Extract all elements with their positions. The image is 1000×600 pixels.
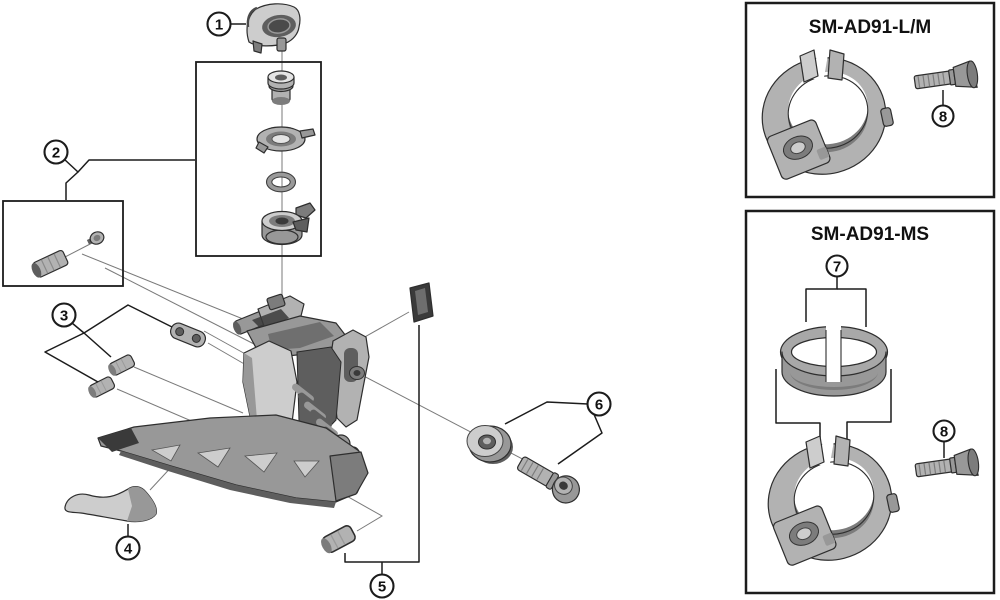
panel-ms-border bbox=[744, 209, 996, 595]
part-o-ring bbox=[265, 171, 297, 193]
callout-4-label: 4 bbox=[124, 541, 133, 558]
callout-brackets bbox=[44, 23, 603, 574]
link-parts bbox=[85, 322, 207, 400]
callout-8-lm-label: 8 bbox=[939, 109, 947, 126]
callout-6: 6 bbox=[586, 391, 612, 417]
part-backup-plate bbox=[409, 282, 434, 323]
leader-box2-b bbox=[104, 267, 255, 345]
cable-parts-box bbox=[2, 200, 124, 287]
callout-8-lm: 8 bbox=[931, 104, 955, 128]
callout-2: 2 bbox=[43, 139, 69, 165]
part-support-bolt bbox=[516, 456, 580, 504]
leader-plate-a bbox=[203, 330, 250, 357]
callout-7-label: 7 bbox=[833, 259, 841, 276]
part-pin-lower bbox=[85, 375, 117, 400]
part-skid-plate bbox=[64, 486, 158, 523]
callout-5-label: 5 bbox=[378, 579, 386, 596]
callout-8-ms: 8 bbox=[932, 419, 956, 443]
panel-lm-border bbox=[744, 1, 996, 199]
panel-sm-ad91-lm: SM-AD91-L/M 8 bbox=[744, 1, 996, 199]
cover-stem bbox=[276, 37, 287, 52]
part-link-plate bbox=[169, 322, 207, 348]
part-pin-5 bbox=[317, 523, 358, 556]
panel-sm-ad91-ms: SM-AD91-MS 7 8 bbox=[744, 209, 996, 595]
lm-clamp-band bbox=[749, 42, 899, 188]
tension-assembly-box bbox=[195, 61, 322, 257]
panel-ms-title: SM-AD91-MS bbox=[811, 224, 929, 245]
part-bolt bbox=[267, 70, 295, 105]
callout-7: 7 bbox=[825, 254, 849, 278]
chain-guide-cage bbox=[97, 414, 369, 508]
callout-1: 1 bbox=[206, 11, 232, 37]
assembly-box-outline bbox=[195, 61, 322, 257]
part-support-bolt-unit bbox=[466, 425, 580, 504]
ms-clamp-band bbox=[755, 428, 905, 574]
cover-hook bbox=[252, 40, 263, 54]
part-cable-cover bbox=[246, 3, 301, 54]
leader-box2-a bbox=[81, 253, 264, 328]
callout-3: 3 bbox=[51, 302, 77, 328]
part-cam-unit bbox=[261, 202, 316, 246]
part-pin-upper bbox=[105, 353, 137, 378]
callout-6-label: 6 bbox=[595, 397, 603, 414]
lm-clamp-bolt bbox=[912, 59, 980, 97]
cage-tip bbox=[98, 428, 139, 452]
leader-pin-upper bbox=[133, 366, 244, 414]
part-cap-screw bbox=[86, 231, 105, 245]
ms-clamp-bolt bbox=[913, 447, 981, 485]
callout-1-label: 1 bbox=[215, 17, 223, 34]
callout-4: 4 bbox=[115, 535, 141, 561]
callout-2-label: 2 bbox=[52, 145, 60, 162]
body-top-bolt bbox=[266, 293, 286, 311]
callout-5: 5 bbox=[369, 573, 395, 599]
part-cam-washer bbox=[255, 126, 316, 154]
part-cylinder-plug bbox=[31, 249, 69, 278]
callout-8-ms-label: 8 bbox=[940, 424, 948, 441]
derailleur-body bbox=[64, 293, 370, 523]
callout-3-label: 3 bbox=[60, 308, 68, 325]
ms-spacer-shim bbox=[779, 318, 889, 397]
panel-lm-title: SM-AD91-L/M bbox=[809, 17, 931, 38]
cable-box-outline bbox=[2, 200, 124, 287]
